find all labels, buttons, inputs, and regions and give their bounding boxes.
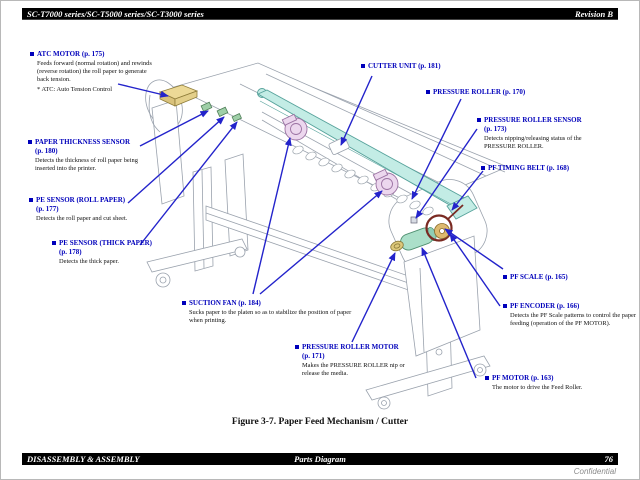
pf-scale-part (425, 204, 464, 242)
callout-atc-motor: ATC MOTOR (p. 175) Feeds forward (normal… (30, 50, 160, 94)
bullet-icon (481, 166, 485, 170)
callout-pressure-roller-sensor: PRESSURE ROLLER SENSOR(p. 173) Detects n… (477, 116, 609, 151)
callout-desc: Sucks paper to the platen so as to stabi… (189, 308, 352, 325)
callout-desc: Detects the PF Scale patterns to control… (510, 311, 636, 328)
footer-page-number: 76 (604, 454, 614, 464)
bullet-icon (52, 241, 56, 245)
roller-knob-part (390, 240, 404, 252)
callout-desc: Detects the thick paper. (59, 257, 119, 265)
bullet-icon (295, 345, 299, 349)
bullet-icon (485, 376, 489, 380)
callout-link-cutter-unit[interactable]: CUTTER UNIT (p. 181) (361, 62, 481, 71)
callout-paper-thickness-sensor: PAPER THICKNESS SENSOR(p. 180) Detects t… (28, 138, 156, 173)
header-title: SC-T7000 series/SC-T5000 series/SC-T3000… (27, 8, 204, 19)
callout-link-pe-sensor-roll-paper[interactable]: PE SENSOR (ROLL PAPER)(p. 177) (29, 196, 149, 214)
callout-pf-timing-belt: PF TIMING BELT (p. 168) (481, 164, 601, 173)
callout-desc: Detects the roll paper and cut sheet. (36, 214, 128, 222)
bullet-icon (30, 52, 34, 56)
bullet-icon (426, 90, 430, 94)
callout-note: * ATC: Auto Tension Control (37, 85, 113, 93)
callout-link-suction-fan[interactable]: SUCTION FAN (p. 184) (182, 299, 362, 308)
callout-link-pressure-roller[interactable]: PRESSURE ROLLER (p. 170) (426, 88, 566, 97)
callout-pressure-roller: PRESSURE ROLLER (p. 170) (426, 88, 566, 97)
callout-link-pf-motor[interactable]: PF MOTOR (p. 163) (485, 374, 630, 383)
callout-desc: Detects nipping/releasing status of the … (484, 134, 582, 150)
bullet-icon (477, 118, 481, 122)
footer-section: DISASSEMBLY & ASSEMBLY (27, 454, 140, 464)
header-bar: SC-T7000 series/SC-T5000 series/SC-T3000… (22, 8, 618, 20)
callout-pf-encoder: PF ENCODER (p. 166) Detects the PF Scale… (503, 302, 637, 328)
atc-motor-part (158, 84, 199, 107)
callout-pressure-roller-motor: PRESSURE ROLLER MOTOR(p. 171) Makes the … (295, 343, 425, 378)
callout-desc: Makes the PRESSURE ROLLER nip or release… (302, 361, 405, 377)
bullet-icon (29, 198, 33, 202)
callout-link-pe-sensor-thick-paper[interactable]: PE SENSOR (THICK PAPER)(p. 178) (52, 239, 172, 257)
callout-link-pf-timing-belt[interactable]: PF TIMING BELT (p. 168) (481, 164, 601, 173)
bullet-icon (503, 275, 507, 279)
footer-chapter: Parts Diagram (294, 454, 346, 464)
footer-bar: DISASSEMBLY & ASSEMBLY Parts Diagram 76 (22, 453, 618, 465)
figure-caption: Figure 3-7. Paper Feed Mechanism / Cutte… (231, 417, 409, 427)
suction-fan-2-part (372, 168, 399, 196)
pressure-roller-sensor-part (410, 216, 418, 224)
callout-pe-sensor-thick-paper: PE SENSOR (THICK PAPER)(p. 178) Detects … (52, 239, 172, 266)
callout-link-pressure-roller-motor[interactable]: PRESSURE ROLLER MOTOR(p. 171) (295, 343, 425, 361)
suction-fan-1-part (281, 113, 308, 141)
callout-link-atc-motor[interactable]: ATC MOTOR (p. 175) (30, 50, 160, 59)
bullet-icon (503, 304, 507, 308)
paper-sensors-part (200, 101, 243, 123)
callout-link-pf-encoder[interactable]: PF ENCODER (p. 166) (503, 302, 637, 311)
callout-desc: Detects the thickness of roll paper bein… (35, 156, 138, 172)
callout-desc: The motor to drive the Feed Roller. (492, 383, 583, 391)
callout-pf-scale: PF SCALE (p. 165) (503, 273, 613, 282)
callout-link-paper-thickness-sensor[interactable]: PAPER THICKNESS SENSOR(p. 180) (28, 138, 156, 156)
bullet-icon (361, 64, 365, 68)
header-revision: Revision B (574, 8, 613, 19)
callout-pe-sensor-roll-paper: PE SENSOR (ROLL PAPER)(p. 177) Detects t… (29, 196, 149, 223)
bullet-icon (182, 301, 186, 305)
callout-link-pressure-roller-sensor[interactable]: PRESSURE ROLLER SENSOR(p. 173) (477, 116, 609, 134)
callout-desc: Feeds forward (normal rotation) and rewi… (37, 59, 152, 84)
callout-pf-motor: PF MOTOR (p. 163) The motor to drive the… (485, 374, 630, 392)
callout-suction-fan: SUCTION FAN (p. 184) Sucks paper to the … (182, 299, 362, 325)
callout-cutter-unit: CUTTER UNIT (p. 181) (361, 62, 481, 71)
callout-link-pf-scale[interactable]: PF SCALE (p. 165) (503, 273, 613, 282)
callout-arrows (117, 75, 504, 379)
bullet-icon (28, 140, 32, 144)
confidential-watermark: Confidential (573, 467, 616, 476)
